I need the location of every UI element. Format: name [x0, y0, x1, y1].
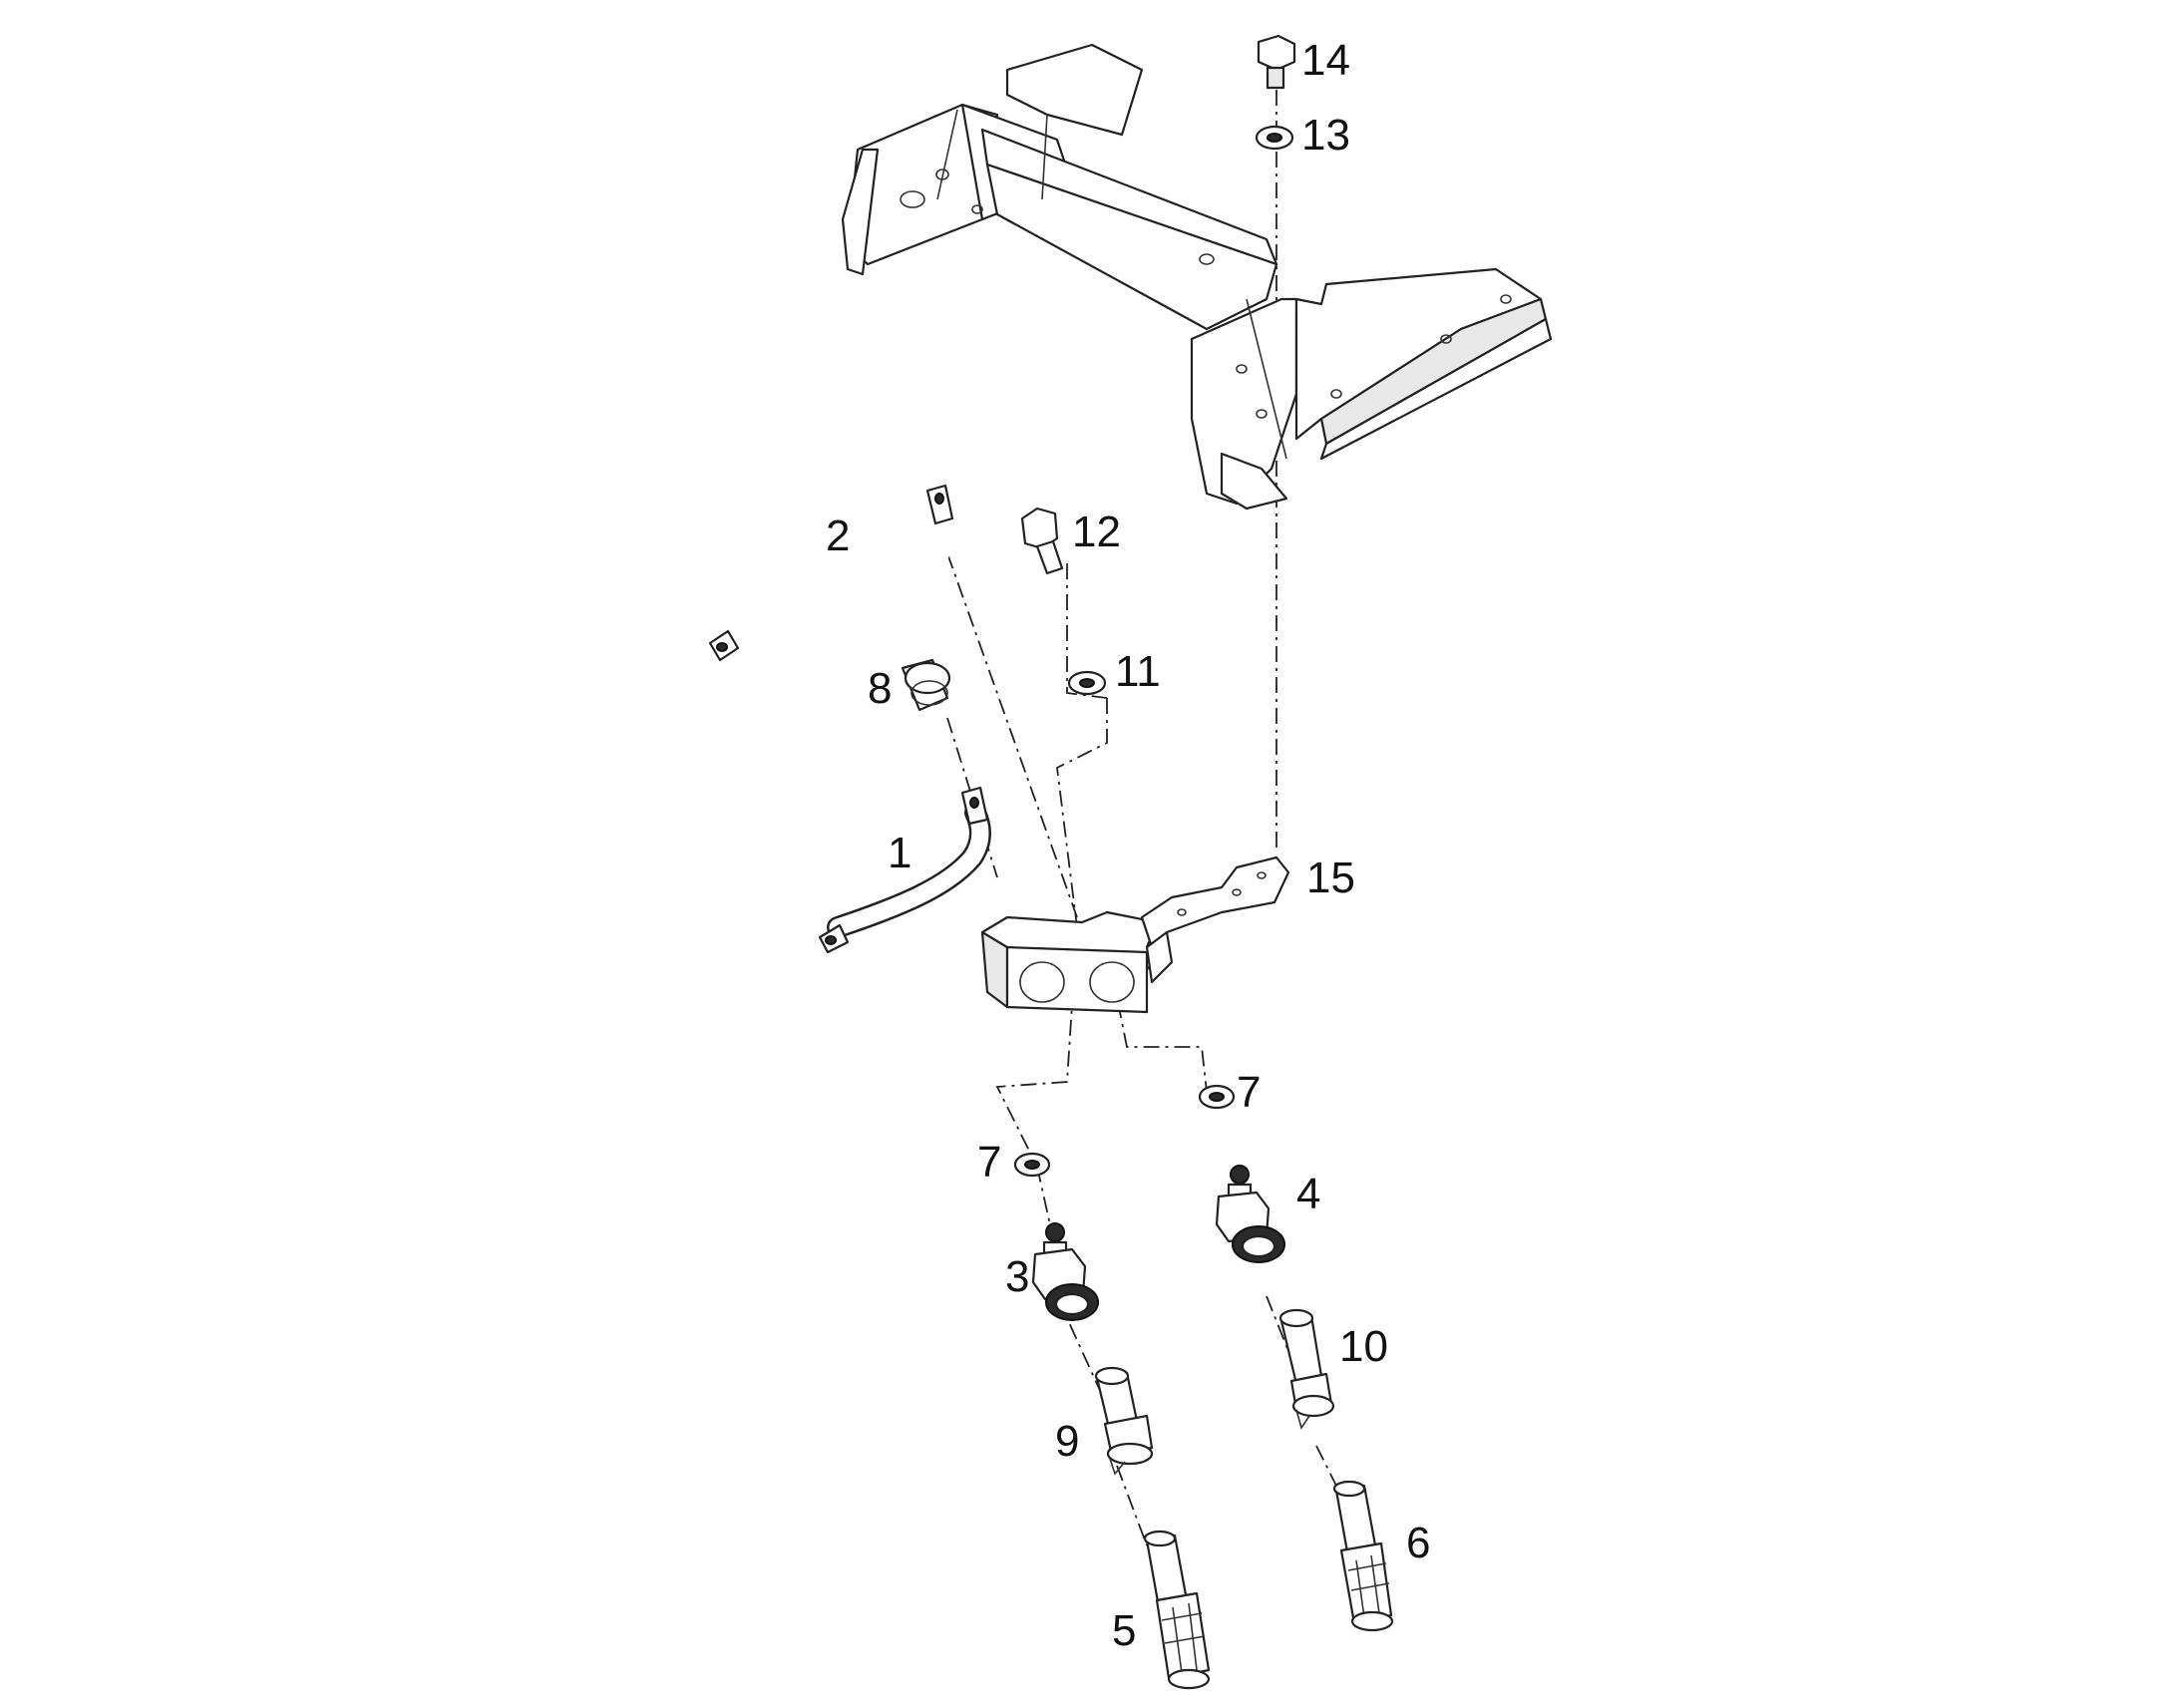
- washer-7-left: [1013, 1152, 1051, 1178]
- plug-6: [1332, 1480, 1394, 1632]
- callout-6: 6: [1406, 1519, 1430, 1567]
- screw-12: [1020, 507, 1064, 575]
- cable-1: [818, 786, 991, 954]
- callout-5: 5: [1112, 1606, 1136, 1655]
- cable-2: [708, 484, 954, 662]
- bolt-14: [1257, 34, 1296, 90]
- callout-11: 11: [1115, 647, 1161, 696]
- washer-13: [1255, 125, 1294, 151]
- callout-14: 14: [1301, 36, 1350, 85]
- main-frame: [841, 43, 1553, 511]
- callout-4: 4: [1296, 1170, 1320, 1218]
- callout-12: 12: [1072, 508, 1121, 556]
- callout-10: 10: [1339, 1322, 1388, 1371]
- callout-2: 2: [826, 512, 850, 560]
- callout-3: 3: [1005, 1252, 1029, 1301]
- plug-5: [1143, 1530, 1211, 1690]
- callout-7-left: 7: [977, 1138, 1001, 1187]
- washer-7-right: [1198, 1084, 1236, 1110]
- sleeve-8: [901, 658, 951, 712]
- callout-13: 13: [1301, 111, 1350, 160]
- assembly-leader-lines: [946, 90, 1342, 1546]
- callout-9: 9: [1055, 1417, 1079, 1466]
- callout-8: 8: [868, 664, 892, 713]
- callout-labels: 14 13 12 2 11 8 1 15 7 7 4 3 10 9 6 5: [826, 36, 1430, 1655]
- washer-11: [1067, 670, 1107, 696]
- bracket-15: [980, 855, 1290, 1014]
- callout-15: 15: [1306, 854, 1355, 902]
- connector-4: [1215, 1165, 1285, 1263]
- sleeve-10: [1278, 1308, 1335, 1430]
- callout-7-right: 7: [1237, 1068, 1261, 1117]
- connector-3: [1031, 1222, 1099, 1321]
- callout-1: 1: [888, 829, 911, 877]
- sleeve-9: [1094, 1366, 1154, 1476]
